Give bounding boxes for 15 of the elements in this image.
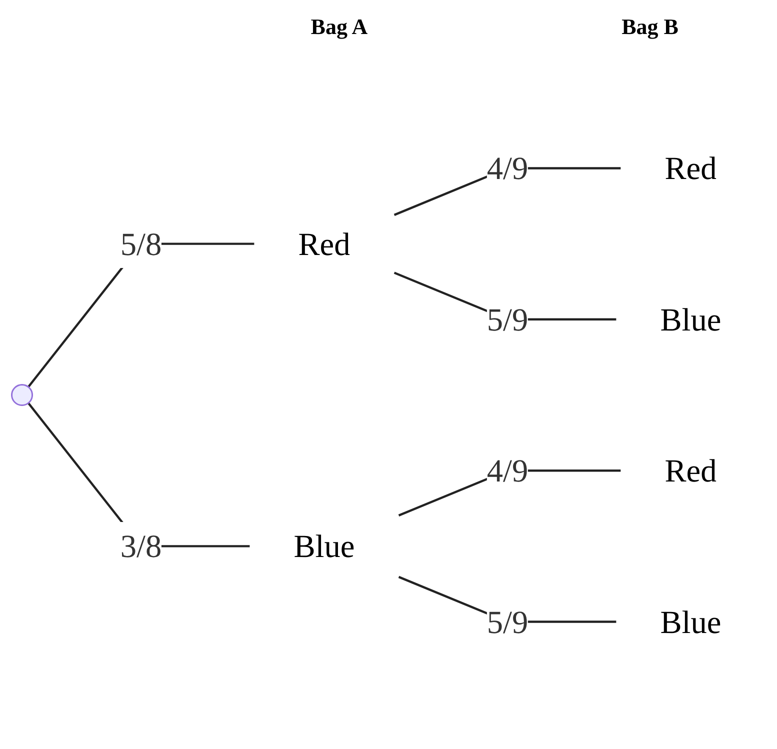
edge-label: 5/9 bbox=[486, 301, 528, 338]
node-text: Red bbox=[664, 452, 717, 489]
node-text: Red bbox=[298, 225, 350, 262]
edge-label: 5/8 bbox=[120, 225, 162, 262]
node-point bbox=[11, 384, 34, 406]
edge-label: 4/9 bbox=[486, 150, 528, 187]
node-text: Blue bbox=[294, 528, 355, 565]
edge-label: 5/9 bbox=[486, 603, 528, 640]
edge-label: 3/8 bbox=[120, 528, 162, 565]
column-heading: Bag A bbox=[310, 14, 368, 40]
node-text: Red bbox=[664, 150, 717, 187]
column-heading: Bag B bbox=[622, 14, 678, 40]
edge-label: 4/9 bbox=[486, 452, 528, 489]
node-text: Blue bbox=[660, 301, 722, 338]
node-text: Blue bbox=[660, 603, 722, 640]
